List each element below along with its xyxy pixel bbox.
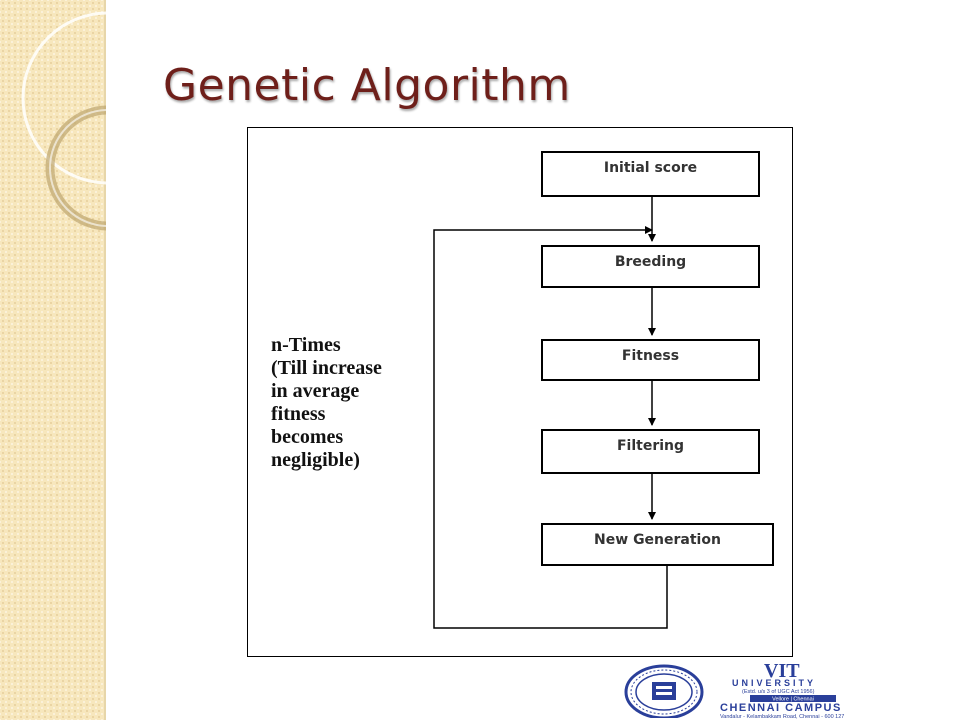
loop-back-arrow xyxy=(433,226,668,629)
decorative-side-band xyxy=(0,0,106,720)
step-initial-score: Initial score xyxy=(541,151,760,197)
flowchart: Initial score Breeding Fitness Filtering… xyxy=(247,127,793,657)
slide-title: Genetic Algorithm xyxy=(163,60,571,111)
logo-line1: UNIVERSITY xyxy=(732,678,816,688)
university-emblem-icon xyxy=(624,664,704,718)
flowchart-connectors xyxy=(433,197,668,629)
decorative-circles xyxy=(21,11,106,231)
logo-line3: Vellore | Chennai xyxy=(772,697,814,703)
loop-condition-note: n-Times (Till increase in average fitnes… xyxy=(271,334,382,471)
step-fitness: Fitness xyxy=(541,339,760,381)
logo-name: VIT xyxy=(764,660,800,682)
university-logo-text: VIT UNIVERSITY (Estd. u/s 3 of UGC Act 1… xyxy=(720,660,844,720)
university-logo: VIT UNIVERSITY (Estd. u/s 3 of UGC Act 1… xyxy=(610,660,910,720)
step-new-generation: New Generation xyxy=(541,523,774,566)
step-breeding: Breeding xyxy=(541,245,760,288)
step-filtering: Filtering xyxy=(541,429,760,474)
logo-line2: (Estd. u/s 3 of UGC Act 1956) xyxy=(742,689,815,695)
logo-line5: Vandalur - Kelambakkam Road, Chennai - 6… xyxy=(720,714,844,720)
logo-line4: CHENNAI CAMPUS xyxy=(720,702,842,714)
